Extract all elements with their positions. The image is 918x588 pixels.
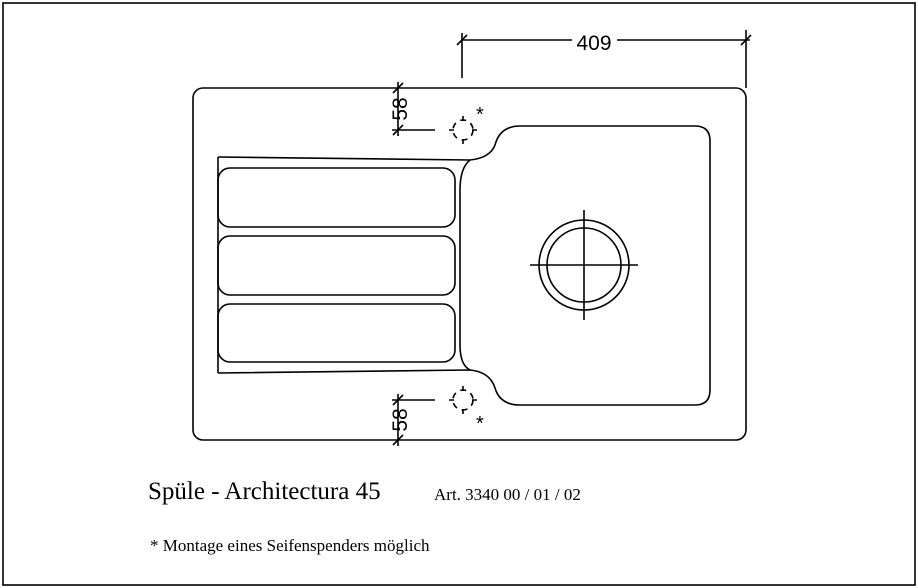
sink-outline xyxy=(192,87,747,441)
bottom-offset-dimension xyxy=(392,394,435,446)
product-title: Spüle - Architectura 45 xyxy=(148,478,381,505)
soap-dispenser-hole-bottom xyxy=(449,386,477,414)
drainer-edge xyxy=(459,159,471,371)
soap-marker-bottom: * xyxy=(476,413,484,435)
top-offset-dimension xyxy=(392,82,435,136)
footnote: * Montage eines Seifenspenders möglich xyxy=(150,536,430,555)
top-offset-label: 58 xyxy=(389,97,412,120)
bottom-offset-label: 58 xyxy=(389,408,412,431)
article-number: Art. 3340 00 / 01 / 02 xyxy=(434,485,581,504)
drain-icon xyxy=(530,210,638,320)
width-dimension-label: 409 xyxy=(576,32,611,55)
width-dimension xyxy=(456,30,752,88)
soap-marker-top: * xyxy=(476,104,484,126)
drainer-groove xyxy=(217,235,456,296)
basin-outline xyxy=(217,125,711,406)
drainer-groove xyxy=(217,303,456,363)
soap-dispenser-hole-top xyxy=(449,116,477,144)
drainer-groove xyxy=(217,167,456,228)
